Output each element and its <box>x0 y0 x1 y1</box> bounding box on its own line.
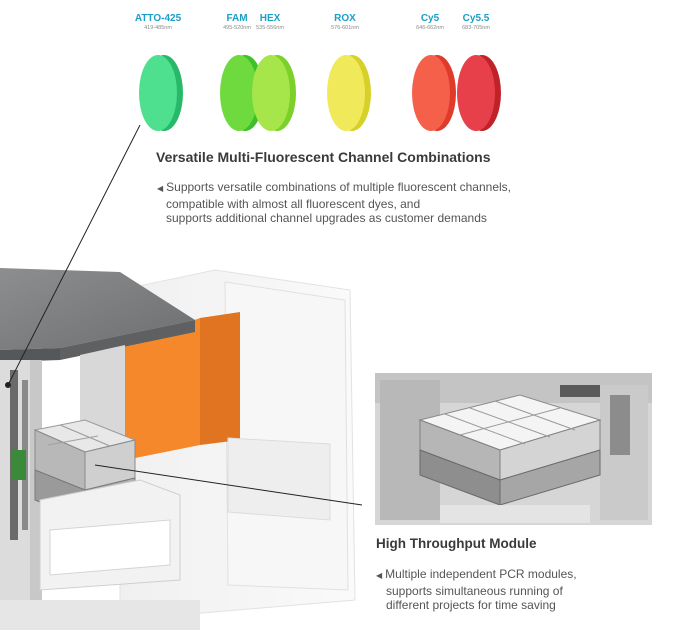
filter-disc-atto425 <box>139 55 183 131</box>
bullet-icon: ◀ <box>157 184 164 193</box>
throughput-description: ◀Multiple independent PCR modules, suppo… <box>376 567 577 612</box>
spectrum-graphic <box>118 55 538 131</box>
callout-line-throughput <box>94 464 363 506</box>
filter-disc-rox <box>327 55 371 131</box>
throughput-module-photo <box>375 373 652 525</box>
filter-disc-fam <box>220 55 264 131</box>
fluorescent-description: ◀Supports versatile combinations of mult… <box>157 180 512 225</box>
fluorescent-title: Versatile Multi-Fluorescent Channel Comb… <box>156 149 491 165</box>
throughput-title: High Throughput Module <box>376 536 537 551</box>
instrument-lid <box>0 268 195 350</box>
bullet-icon: ◀ <box>376 571 383 580</box>
orange-panel <box>125 318 200 460</box>
filter-disc-cy55 <box>457 55 501 131</box>
callout-line-fluorescent <box>7 124 141 386</box>
filter-disc-cy5 <box>412 55 456 131</box>
filter-disc-hex <box>252 55 296 131</box>
